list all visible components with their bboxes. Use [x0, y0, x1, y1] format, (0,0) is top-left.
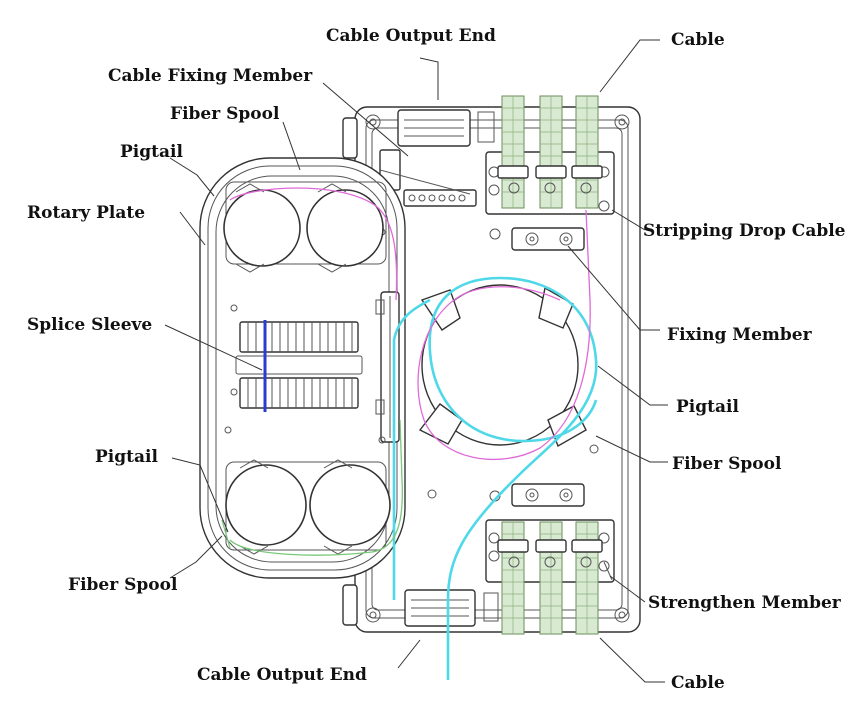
label-cable-output-end-top: Cable Output End [326, 26, 496, 46]
splice-sleeve-rack [235, 320, 363, 412]
label-stripping-drop-cable: Stripping Drop Cable [643, 221, 846, 241]
bottom-cable-output-port [404, 589, 499, 627]
rotary-spools-bottom [225, 459, 391, 555]
label-fixing-member: Fixing Member [667, 325, 813, 345]
label-fiber-spool-top: Fiber Spool [170, 104, 280, 124]
label-pigtail-bottom: Pigtail [95, 447, 158, 467]
label-cable-fixing-member: Cable Fixing Member [108, 66, 313, 86]
leader-lines [164, 39, 668, 683]
label-cable-output-end-bottom: Cable Output End [197, 665, 367, 685]
label-fiber-spool-right: Fiber Spool [672, 454, 782, 474]
magenta-fiber [229, 187, 591, 460]
rotary-spools-top [223, 181, 387, 273]
base-fiber-spool [418, 284, 587, 448]
label-fiber-spool-bottom: Fiber Spool [68, 575, 178, 595]
label-cable-top: Cable [671, 30, 725, 50]
green-fiber [221, 419, 403, 556]
label-splice-sleeve: Splice Sleeve [27, 315, 152, 335]
label-strengthen-member: Strengthen Member [648, 593, 842, 613]
label-pigtail-right: Pigtail [676, 397, 739, 417]
label-pigtail-top: Pigtail [120, 142, 183, 162]
top-cable-clamps [497, 95, 603, 209]
cyan-fiber [392, 276, 598, 680]
bottom-cable-clamps [497, 521, 613, 635]
top-cable-output-port [397, 109, 495, 147]
label-rotary-plate: Rotary Plate [27, 203, 145, 223]
fiber-paths [221, 187, 598, 680]
label-cable-bottom: Cable [671, 673, 725, 693]
labels: Cable Output End Cable Fixing Member Fib… [27, 26, 846, 693]
